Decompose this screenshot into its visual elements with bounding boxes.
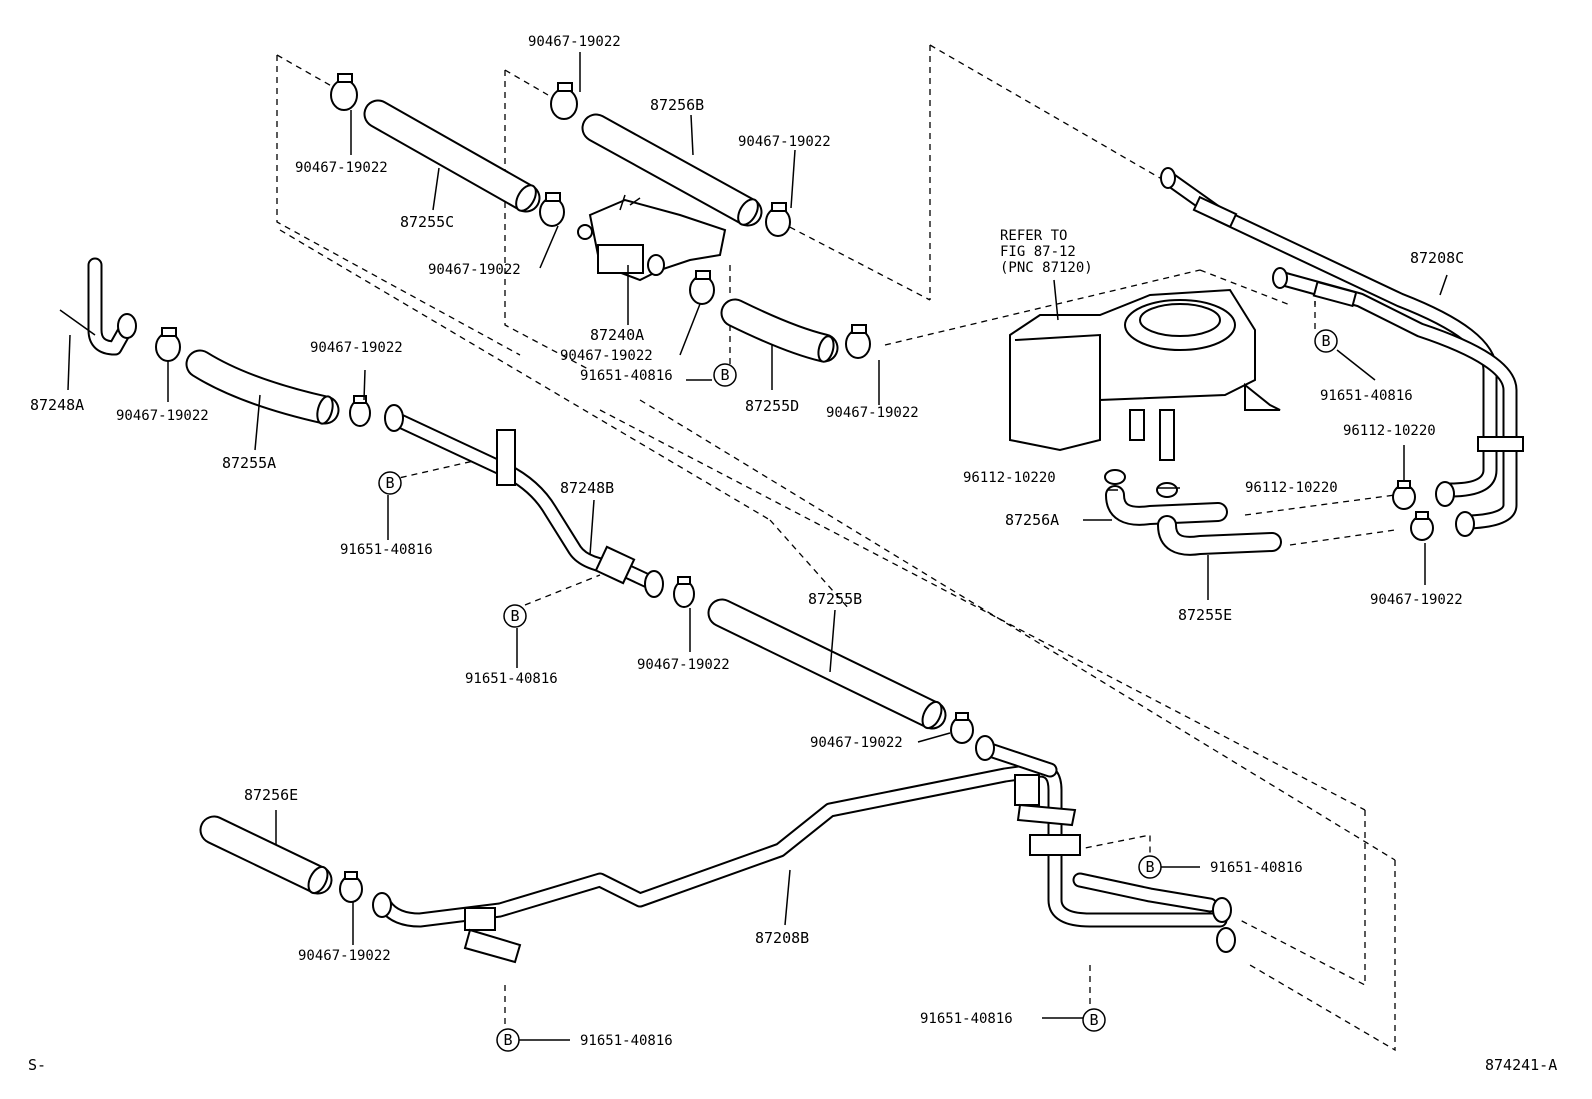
clip-b-icon[interactable]: B — [503, 604, 527, 628]
svg-text:90467-19022: 90467-19022 — [637, 657, 730, 673]
clamp-part-labels: 90467-19022 90467-19022 90467-19022 9046… — [116, 34, 1463, 964]
clamp-icon[interactable] — [539, 192, 565, 227]
svg-text:90467-19022: 90467-19022 — [826, 405, 919, 421]
clamp-icon[interactable] — [689, 270, 715, 305]
svg-text:91651-40816: 91651-40816 — [340, 542, 433, 558]
clamp-icon[interactable] — [765, 202, 791, 237]
hose-87256b[interactable] — [581, 113, 763, 228]
hose-87255d[interactable] — [720, 298, 839, 363]
label-87256a: 87256A — [1005, 511, 1059, 529]
refer-note: REFER TO FIG 87-12 (PNC 87120) — [1000, 228, 1093, 276]
pipe-87208c[interactable] — [1160, 167, 1524, 537]
svg-text:B: B — [1089, 1011, 1098, 1029]
svg-text:REFER TO: REFER TO — [1000, 228, 1067, 244]
clamp-icon[interactable] — [349, 395, 371, 427]
leader-lines — [67, 52, 1448, 1041]
svg-text:B: B — [385, 474, 394, 492]
pipe-87248b[interactable] — [384, 404, 664, 598]
svg-text:B: B — [503, 1031, 512, 1049]
clamp-icon[interactable] — [155, 327, 181, 362]
clamp-icon[interactable] — [1156, 482, 1178, 498]
svg-text:91651-40816: 91651-40816 — [580, 1033, 673, 1049]
clamp-icon[interactable] — [550, 82, 578, 120]
label-87255a: 87255A — [222, 454, 276, 472]
clamp-icon[interactable] — [1104, 469, 1126, 485]
clip-callouts: B B B B B B B — [378, 329, 1338, 1052]
svg-text:96112-10220: 96112-10220 — [1343, 423, 1436, 439]
hose-87256e[interactable] — [199, 815, 333, 896]
svg-text:90467-19022: 90467-19022 — [116, 408, 209, 424]
clip-b-icon[interactable]: B — [1314, 329, 1338, 353]
clip-b-icon[interactable]: B — [1082, 1008, 1106, 1032]
svg-text:90467-19022: 90467-19022 — [428, 262, 521, 278]
svg-text:91651-40816: 91651-40816 — [465, 671, 558, 687]
label-87255c: 87255C — [400, 213, 454, 231]
clamp-icon[interactable] — [339, 871, 363, 903]
clip-b-icon[interactable]: B — [378, 471, 402, 495]
hose-87256a[interactable] — [1105, 485, 1228, 526]
svg-text:91651-40816: 91651-40816 — [1320, 388, 1413, 404]
hose-87255e[interactable] — [1157, 515, 1282, 556]
assembly-guide-lines — [276, 44, 1396, 1052]
svg-text:90467-19022: 90467-19022 — [738, 134, 831, 150]
svg-text:FIG 87-12: FIG 87-12 — [1000, 244, 1076, 260]
label-87256b: 87256B — [650, 96, 704, 114]
label-87255e: 87255E — [1178, 606, 1232, 624]
label-87208c: 87208C — [1410, 249, 1464, 267]
label-87256e: 87256E — [244, 786, 298, 804]
svg-text:B: B — [1145, 858, 1154, 876]
clip-b-icon[interactable]: B — [496, 1028, 520, 1052]
svg-text:90467-19022: 90467-19022 — [295, 160, 388, 176]
valve-87240a[interactable] — [577, 194, 727, 282]
label-87255b: 87255B — [808, 590, 862, 608]
svg-text:90467-19022: 90467-19022 — [1370, 592, 1463, 608]
svg-text:B: B — [1321, 332, 1330, 350]
clamp-icon[interactable] — [950, 712, 974, 744]
clip-b-icon[interactable]: B — [713, 363, 737, 387]
svg-text:B: B — [720, 366, 729, 384]
svg-text:90467-19022: 90467-19022 — [298, 948, 391, 964]
svg-text:96112-10220: 96112-10220 — [1245, 480, 1338, 496]
svg-text:B: B — [510, 607, 519, 625]
clamp-icon[interactable] — [673, 576, 695, 608]
svg-text:96112-10220: 96112-10220 — [963, 470, 1056, 486]
hose-87255c[interactable] — [363, 99, 541, 214]
hose-87255a[interactable] — [185, 349, 340, 425]
clamp-icon[interactable] — [1392, 480, 1416, 510]
label-87255d: 87255D — [745, 397, 799, 415]
clamp-icon[interactable] — [1410, 511, 1434, 541]
svg-text:91651-40816: 91651-40816 — [580, 368, 673, 384]
clip-part-labels: 91651-40816 91651-40816 91651-40816 9165… — [340, 368, 1413, 1049]
label-87240a: 87240A — [590, 326, 644, 344]
clip-b-icon[interactable]: B — [1138, 855, 1162, 879]
pipe-87248a[interactable] — [59, 257, 137, 356]
clamp-icon[interactable] — [845, 324, 871, 359]
svg-text:90467-19022: 90467-19022 — [528, 34, 621, 50]
svg-text:91651-40816: 91651-40816 — [920, 1011, 1013, 1027]
page-mark: S- — [28, 1056, 46, 1074]
clamp-icon[interactable] — [330, 73, 358, 111]
label-87248b: 87248B — [560, 479, 614, 497]
heater-unit — [1009, 288, 1281, 461]
svg-text:91651-40816: 91651-40816 — [1210, 860, 1303, 876]
label-87248a: 87248A — [30, 396, 84, 414]
label-87208b: 87208B — [755, 929, 809, 947]
part-labels: 87255C 87256B 87240A 87248A 87255A 87248… — [30, 96, 1464, 947]
pipe-87208b[interactable] — [372, 735, 1236, 964]
diagram-id: 874241-A — [1485, 1056, 1557, 1074]
svg-text:90467-19022: 90467-19022 — [310, 340, 403, 356]
svg-text:90467-19022: 90467-19022 — [810, 735, 903, 751]
svg-text:90467-19022: 90467-19022 — [560, 348, 653, 364]
hose-87255b[interactable] — [707, 598, 947, 731]
svg-text:(PNC 87120): (PNC 87120) — [1000, 260, 1093, 276]
hose-clamps — [155, 73, 1434, 903]
